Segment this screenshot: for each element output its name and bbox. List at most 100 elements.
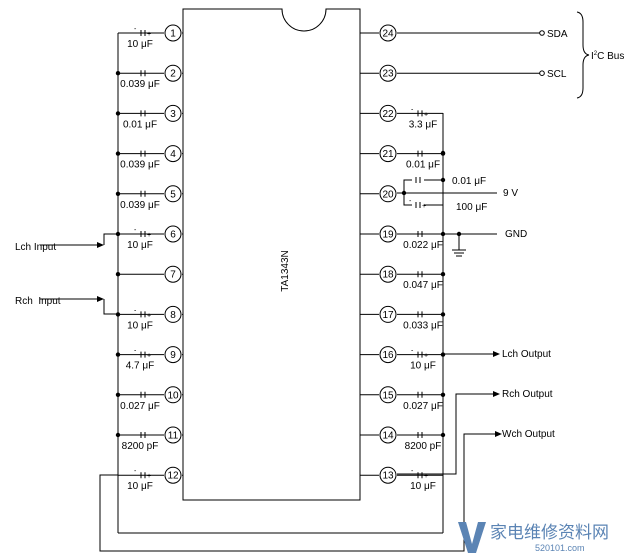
pin-11-circle — [164, 426, 182, 444]
pin-10-circle — [164, 386, 182, 404]
pin-5-number: 5 — [170, 189, 176, 200]
ground-symbol — [452, 249, 466, 257]
pin20-bus-junction — [440, 177, 446, 183]
wch-output-route — [99, 433, 497, 552]
pin-1-cap-polarity-plus: + — [147, 31, 151, 38]
pin-2-number: 2 — [170, 69, 176, 80]
left-pin-2: 2 0.039 μF — [115, 64, 183, 90]
pin-5-circle — [164, 185, 182, 203]
pin-24-circle — [379, 24, 397, 42]
pin-22-circle — [379, 104, 397, 122]
pin-15-number: 15 — [382, 390, 394, 401]
pin-17-cap-value: 0.033 μF — [403, 320, 443, 331]
pin-23-terminal — [539, 70, 545, 76]
right-pin-19: 190.022 μF — [360, 225, 446, 251]
pin-4-circle — [164, 145, 182, 163]
left-pin-1: 1-+10 μF — [118, 24, 183, 50]
ic-part-label: TA1343N — [280, 250, 291, 292]
pin-12-cap-value: 10 μF — [127, 481, 153, 492]
rch-input-arrow — [97, 296, 104, 302]
wch-output-label: Wch Output — [502, 429, 555, 440]
watermark-url: 520101.com — [535, 543, 585, 553]
pin-14-circle — [379, 426, 397, 444]
right-pin-16: 16-+10 μF — [360, 346, 446, 372]
pin20-cap-lower-value: 100 μF — [456, 202, 487, 213]
pin-19-number: 19 — [382, 230, 394, 241]
pin-19-circle — [379, 225, 397, 243]
pin-4-cap-value: 0.039 μF — [120, 160, 160, 171]
pin-3-number: 3 — [170, 109, 176, 120]
watermark-logo — [458, 522, 486, 553]
pin-11-number: 11 — [168, 431, 179, 442]
pin20-lower-wire — [403, 193, 412, 206]
left-pin-7: 7 — [115, 265, 183, 283]
pin-12-circle — [164, 466, 182, 484]
pin-6-cap-polarity-plus: + — [147, 232, 151, 239]
left-pin-3: 30.01 μF — [115, 104, 183, 130]
left-pin-11: 11 8200 pF — [115, 426, 183, 452]
lch-input-route — [103, 233, 118, 245]
pin-2-circle — [164, 64, 182, 82]
pin-13-circle — [379, 466, 397, 484]
pin-20-circle — [379, 185, 397, 203]
pin-6-cap-polarity: - — [134, 227, 137, 234]
pin-11-cap-value: 8200 pF — [122, 441, 159, 452]
pin-1-circle — [164, 24, 182, 42]
pin21-bus-junction — [440, 150, 446, 156]
pin-18-circle — [379, 265, 397, 283]
left-pin-8: 8-+10 μF — [115, 305, 183, 331]
pin20-lower-cap-polarity: - — [409, 198, 412, 205]
pin-10-number: 10 — [167, 390, 179, 401]
pin-15-cap-value: 0.027 μF — [403, 401, 443, 412]
i2c-brace — [576, 11, 590, 99]
lch-output-label: Lch Output — [502, 349, 551, 360]
pin-22-cap-polarity: - — [411, 106, 414, 113]
pin20-cap-upper-value: 0.01 μF — [452, 176, 486, 187]
pin-21-circle — [379, 145, 397, 163]
pin-16-cap-polarity-plus: + — [424, 353, 428, 360]
pin-16-number: 16 — [382, 350, 394, 361]
pin-22-cap-polarity-plus: + — [424, 111, 428, 118]
pin-14-number: 14 — [382, 431, 394, 442]
pin-6-cap-value: 10 μF — [127, 240, 153, 251]
pin-24-terminal — [539, 30, 545, 36]
scl-label: SCL — [547, 69, 567, 80]
pin-15-circle — [379, 386, 397, 404]
pin-7-number: 7 — [170, 270, 176, 281]
vcc-label: 9 V — [503, 188, 518, 199]
pin-10-cap-value: 0.027 μF — [120, 401, 160, 412]
pin-21-number: 21 — [382, 149, 394, 160]
wch-output-arrow — [495, 431, 502, 437]
i2c-bus-label: I2C Bus — [591, 51, 624, 62]
lch-input-arrow — [97, 242, 104, 248]
pin-7-circle — [164, 265, 182, 283]
pin-1-cap-polarity: - — [134, 26, 137, 33]
pin-21-cap-value: 0.01 μF — [406, 160, 440, 171]
right-pin-22: 22-+3.3 μF — [360, 104, 443, 130]
pin-3-circle — [164, 104, 182, 122]
pin-8-cap-polarity: - — [134, 307, 137, 314]
pin-23-number: 23 — [382, 69, 394, 80]
pin-2-cap-value: 0.039 μF — [120, 79, 160, 90]
lch-input-label: Lch Input — [15, 242, 56, 253]
pin-24-number: 24 — [382, 29, 394, 40]
pin-8-number: 8 — [170, 310, 176, 321]
rch-output-route — [397, 393, 495, 475]
lch-output-arrow — [493, 351, 500, 357]
ic-body — [182, 8, 361, 501]
left-pin-12: 12-+10 μF — [118, 466, 183, 492]
pin-8-circle — [164, 305, 182, 323]
pin-9-cap-polarity: - — [134, 348, 137, 355]
sda-label: SDA — [547, 29, 568, 40]
pin-17-number: 17 — [382, 310, 394, 321]
pin-13-number: 13 — [382, 471, 394, 482]
right-pin-20: 20 — [360, 185, 397, 203]
pin-13-cap-polarity-plus: + — [424, 473, 428, 480]
right-pin-15: 15 0.027 μF — [360, 386, 446, 412]
left-pin-9: 9-+4.7 μF — [115, 346, 183, 372]
left-pin-5: 50.039 μF — [115, 185, 183, 211]
pin-13-cap-polarity: - — [411, 468, 414, 475]
pin-18-number: 18 — [382, 270, 394, 281]
